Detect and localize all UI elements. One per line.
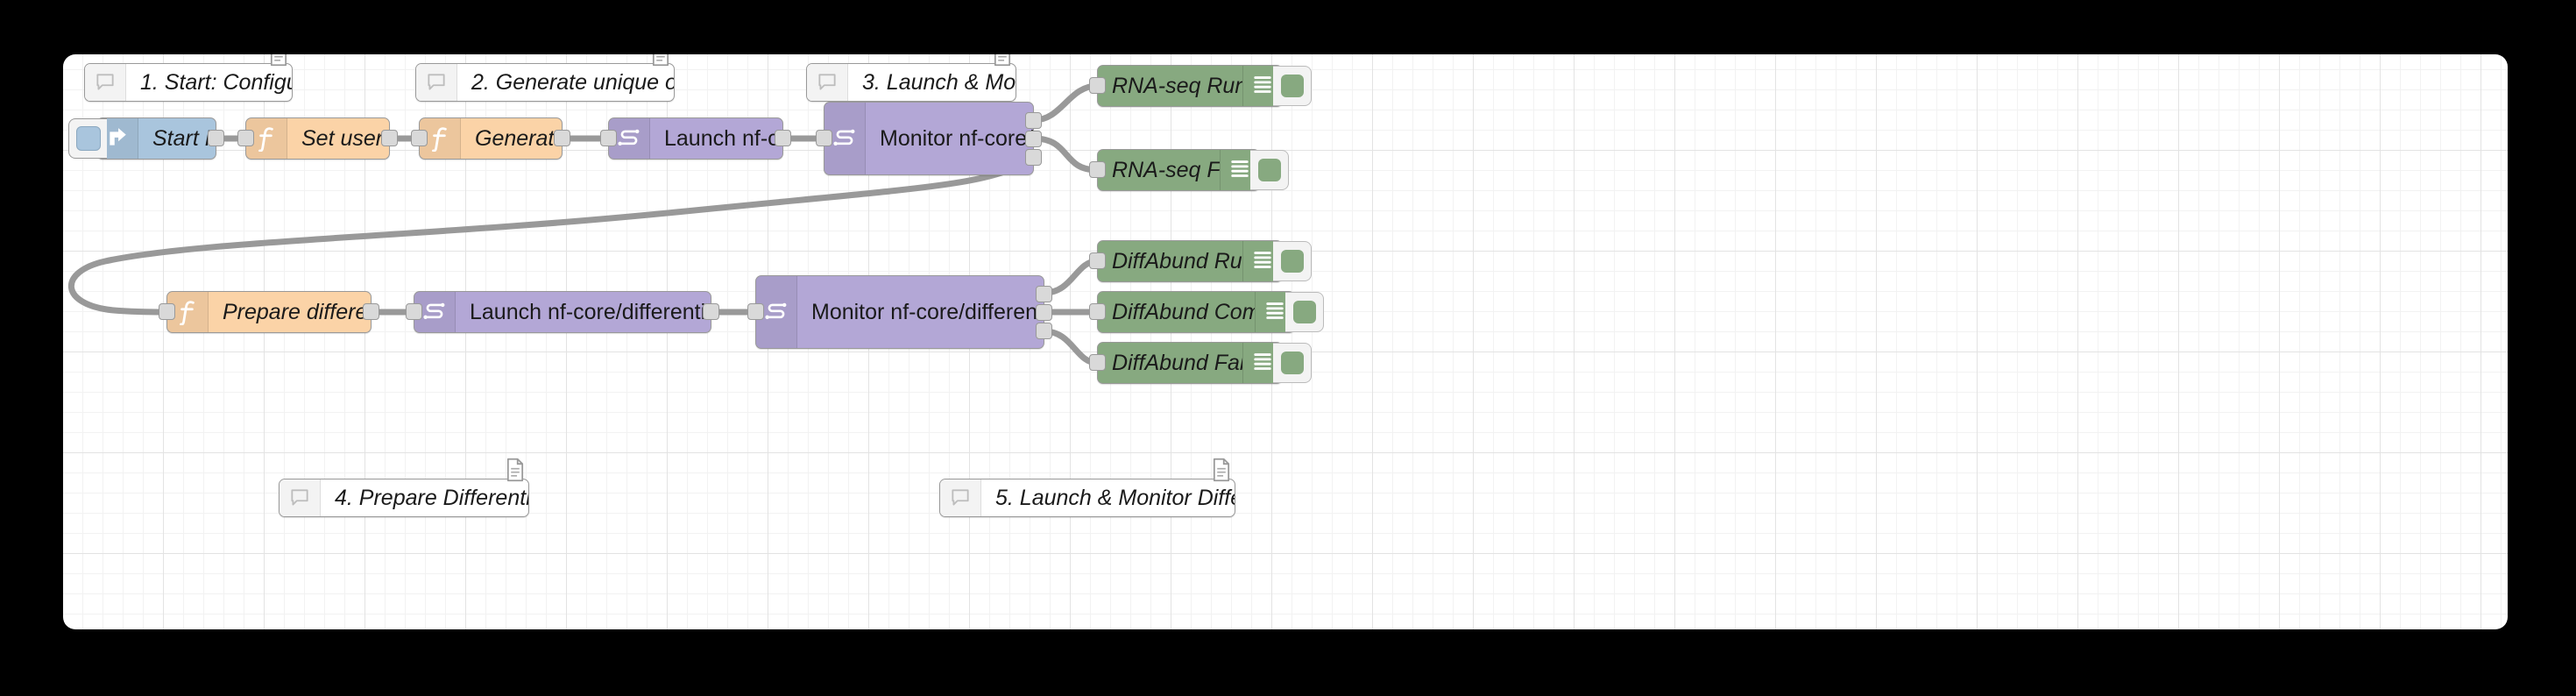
node-label: Monitor nf-core/rnaseq [880,125,1033,151]
comment-label: 5. Launch & Monitor DifferentialAbundanc… [995,485,1235,510]
debug-lines-icon [1242,343,1282,383]
node-monitor-rnaseq[interactable]: Monitor nf-core/rnaseq [816,102,1042,175]
comment-node-1[interactable]: 1. Start: Configure inputs [84,54,293,102]
node-launch-differentialabundance[interactable]: Launch nf-core/differentialabundance [406,291,719,333]
comment-label: 4. Prepare DifferentialAbundance [335,485,528,510]
node-label: Set user inputs [301,125,389,151]
debug-toggle-button[interactable] [1273,241,1312,281]
comment-icon [416,64,457,101]
input-port[interactable] [1089,161,1106,178]
output-port-3[interactable] [1025,149,1042,166]
node-label: Monitor nf-core/differentialabundance [811,299,1044,324]
output-port[interactable] [775,130,791,146]
flow-canvas[interactable]: 1. Start: Configure inputs 2. Generate u… [63,54,2508,629]
debug-toggle-square [1280,75,1304,97]
input-port[interactable] [747,303,764,320]
output-port-2[interactable] [1036,304,1052,321]
debug-toggle-button[interactable] [1273,343,1312,383]
output-port[interactable] [363,303,379,320]
output-port[interactable] [208,130,224,146]
input-port[interactable] [237,130,254,146]
output-port-1[interactable] [1025,112,1042,129]
output-port[interactable] [554,130,570,146]
comment-icon [940,479,981,516]
debug-lines-icon [1255,292,1294,332]
node-label: Launch nf-core/differentialabundance [470,299,711,324]
node-prepare-differentialabundance-inputs[interactable]: Prepare differentialabundance inputs [159,291,379,333]
debug-lines-icon [1242,241,1282,281]
debug-toggle-square [1257,159,1281,181]
note-badge-icon [993,54,1012,67]
input-port[interactable] [1089,303,1106,320]
debug-lines-icon [1220,150,1259,190]
node-label: RNA-seq Running [1112,73,1242,98]
node-launch-rnaseq[interactable]: Launch nf-core/rnaseq [600,117,791,160]
node-label: Launch nf-core/rnaseq [664,125,782,151]
comment-label: 2. Generate unique output directory [471,69,674,95]
input-port[interactable] [1089,77,1106,94]
node-label: DiffAbund Complete [1112,299,1255,324]
node-label: Start Pipeline [152,125,216,151]
comment-icon [807,64,848,101]
comment-node-5[interactable]: 5. Launch & Monitor DifferentialAbundanc… [939,458,1235,517]
debug-toggle-button[interactable] [1250,150,1289,190]
node-set-user-inputs[interactable]: Set user inputs [237,117,398,160]
node-label: DiffAbund Failed [1112,350,1242,375]
output-port[interactable] [703,303,719,320]
node-debug-diffabund-complete[interactable]: DiffAbund Complete [1089,291,1324,333]
note-badge-icon [1212,457,1231,483]
node-label: DiffAbund Running [1112,248,1242,273]
output-port[interactable] [381,130,398,146]
comment-node-3[interactable]: 3. Launch & Monitor RNA-seq [806,54,1016,102]
input-port[interactable] [411,130,428,146]
input-port[interactable] [159,303,175,320]
note-badge-icon [269,54,288,67]
wire-monitor-rnaseq-out2-to-failed [1030,135,1100,174]
node-generate-outdir[interactable]: Generate outdir [411,117,570,160]
node-label: RNA-seq Failed [1112,157,1220,182]
comment-icon [85,64,126,101]
comment-node-4[interactable]: 4. Prepare DifferentialAbundance [279,458,529,517]
output-port-2[interactable] [1025,131,1042,147]
comment-label: 3. Launch & Monitor RNA-seq [862,69,1016,95]
comment-label: 1. Start: Configure inputs [140,69,292,95]
node-monitor-differentialabundance[interactable]: Monitor nf-core/differentialabundance [747,275,1052,349]
inject-button-square [75,126,101,151]
node-debug-diffabund-running[interactable]: DiffAbund Running [1089,240,1312,282]
input-port[interactable] [816,130,832,146]
debug-toggle-button[interactable] [1285,292,1324,332]
wire-monitor-rnaseq-out1-to-running [1030,82,1100,124]
note-badge-icon [651,54,670,67]
debug-lines-icon [1242,66,1282,106]
input-port[interactable] [406,303,422,320]
seqera-pipeline-icon [609,118,650,159]
inject-trigger-button[interactable] [68,118,107,159]
debug-toggle-square [1280,250,1304,273]
node-debug-rnaseq-running[interactable]: RNA-seq Running [1089,65,1312,107]
input-port[interactable] [600,130,617,146]
input-port[interactable] [1089,252,1106,269]
node-debug-diffabund-failed[interactable]: DiffAbund Failed [1089,342,1312,384]
node-debug-rnaseq-failed[interactable]: RNA-seq Failed [1089,149,1289,191]
debug-toggle-square [1280,352,1304,374]
function-f-icon [246,118,287,159]
output-port-3[interactable] [1036,323,1052,339]
debug-toggle-button[interactable] [1273,66,1312,106]
node-start-pipeline[interactable]: Start Pipeline [68,117,224,160]
node-label: Prepare differentialabundance inputs [223,299,371,324]
input-port[interactable] [1089,354,1106,371]
node-label: Generate outdir [475,125,562,151]
output-port-1[interactable] [1036,286,1052,302]
note-badge-icon [506,457,525,483]
comment-icon [280,479,321,516]
comment-node-2[interactable]: 2. Generate unique output directory [415,54,675,102]
debug-toggle-square [1292,301,1316,323]
